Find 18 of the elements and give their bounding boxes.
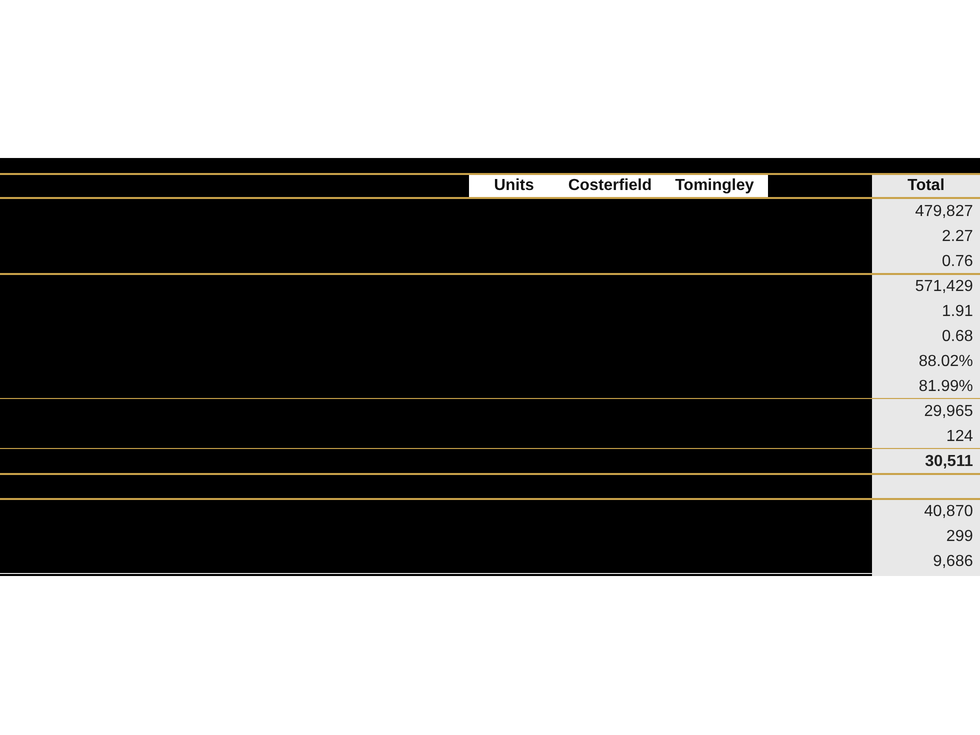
column-header: Tomingley [674,176,755,196]
column-header: Units [493,176,535,196]
table-cell-text: 29,965 [923,402,974,422]
table-cell-text: 81.99% [918,377,974,397]
table-cell-text: 0.68 [940,327,974,347]
table-cell-text: 124 [945,427,974,447]
table-cell-text: 0.76 [940,252,974,272]
table-cell-text: 30,511 [924,452,974,472]
table-cell-text: 571,429 [914,277,974,297]
table-cell-text: 9,686 [932,552,974,572]
column-header: Total [906,176,946,196]
table-cell-text: 40,870 [923,502,974,522]
table-cell-text: 299 [945,527,974,547]
column-header: Costerfield [567,176,653,196]
table-cell-text: 2.27 [940,227,974,247]
table-cell-text: 1.91 [940,302,974,322]
table-cell-text: 88.02% [918,352,974,372]
table-cell-text: 479,827 [914,202,974,222]
